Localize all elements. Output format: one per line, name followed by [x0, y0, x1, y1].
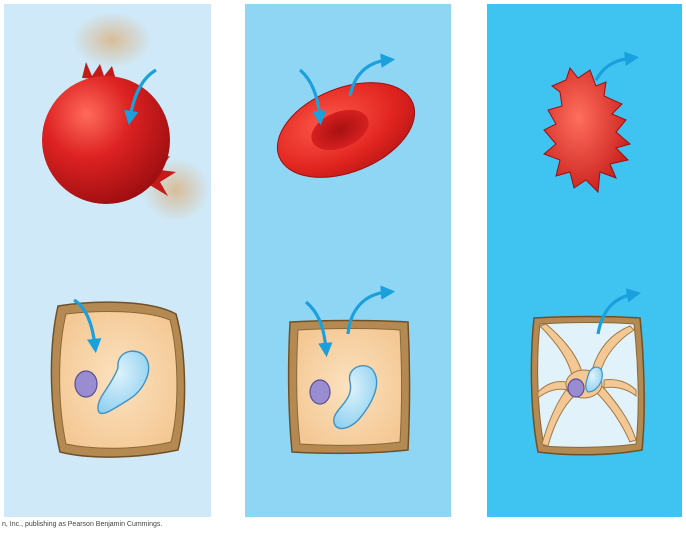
plasmolyzed-plant-cell	[531, 317, 644, 455]
copyright-credit: n, Inc., publishing as Pearson Benjamin …	[2, 521, 162, 528]
flaccid-plant-cell	[289, 321, 410, 454]
turgid-plant-cell	[51, 302, 184, 457]
